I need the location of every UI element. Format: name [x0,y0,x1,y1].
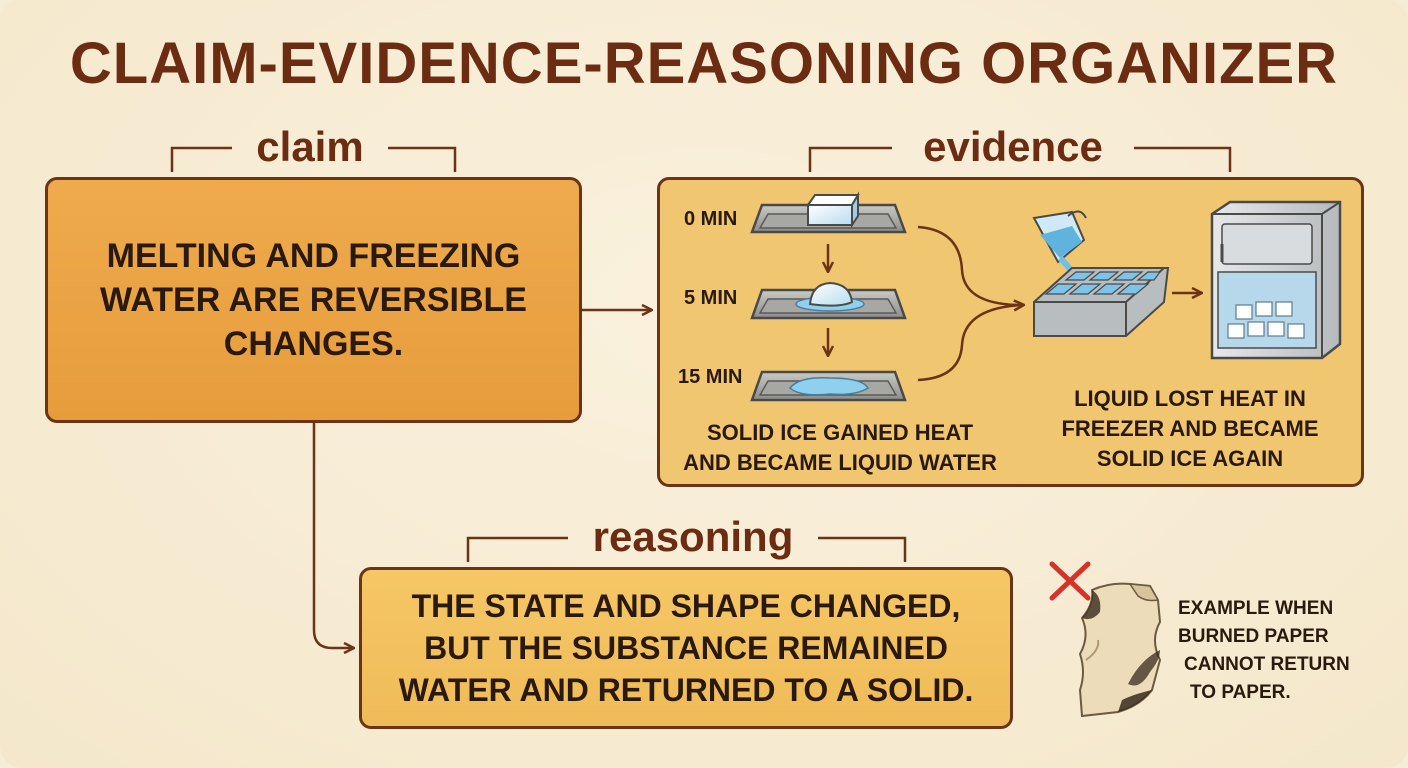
evidence-bracket [808,146,1232,172]
ice-cube-icon [806,191,860,229]
burned-paper-icon [1078,582,1162,718]
reasoning-box: THE STATE AND SHAPE CHANGED, BUT THE SUB… [359,567,1013,729]
tray-icon-15min [750,370,907,402]
claim-box: MELTING AND FREEZING WATER ARE REVERSIBL… [45,177,582,423]
freezing-caption-line: SOLID ICE AGAIN [1096,446,1284,471]
ice-tray-icon [1033,267,1170,337]
claim-text: MELTING AND FREEZING WATER ARE REVERSIBL… [100,237,527,363]
counterexample-line: CANNOT RETURN [1184,654,1350,675]
evidence-label: evidence [923,123,1103,170]
page-title: CLAIM-EVIDENCE-REASONING ORGANIZER [69,31,1339,96]
reasoning-bracket [466,536,907,562]
tray-icon-0min [750,191,907,234]
claim-bracket [170,146,457,172]
freezing-caption-line: FREEZER AND BECAME [1061,416,1319,441]
freezing-caption: LIQUID LOST HEAT IN FREEZER AND BECAME S… [1040,384,1340,474]
counterexample-line: BURNED PAPER [1178,626,1329,647]
reasoning-label: reasoning [592,513,794,560]
tray-icon-5min [750,281,907,320]
claim-label: claim [256,123,364,170]
melting-caption-line: SOLID ICE GAINED HEAT [706,420,974,445]
freezing-caption-line: LIQUID LOST HEAT IN [1074,386,1306,411]
cross-icon [1049,561,1091,601]
claim-to-reasoning-arrow [312,423,352,648]
counterexample-text: EXAMPLE WHEN BURNED PAPER CANNOT RETURN … [1178,595,1378,707]
time-label-0min: 0 MIN [684,208,738,230]
counterexample-line: TO PAPER. [1190,682,1291,703]
melting-caption-line: AND BECAME LIQUID WATER [683,450,997,475]
melting-ice-icon [808,281,854,307]
water-puddle-icon [788,376,870,396]
time-label-15min: 15 MIN [678,366,743,388]
freezer-icon [1210,200,1342,360]
counterexample-line: EXAMPLE WHEN [1178,598,1334,619]
melting-caption: SOLID ICE GAINED HEAT AND BECAME LIQUID … [680,418,1000,478]
time-label-5min: 5 MIN [684,287,738,309]
reasoning-text: THE STATE AND SHAPE CHANGED, BUT THE SUB… [398,588,974,708]
